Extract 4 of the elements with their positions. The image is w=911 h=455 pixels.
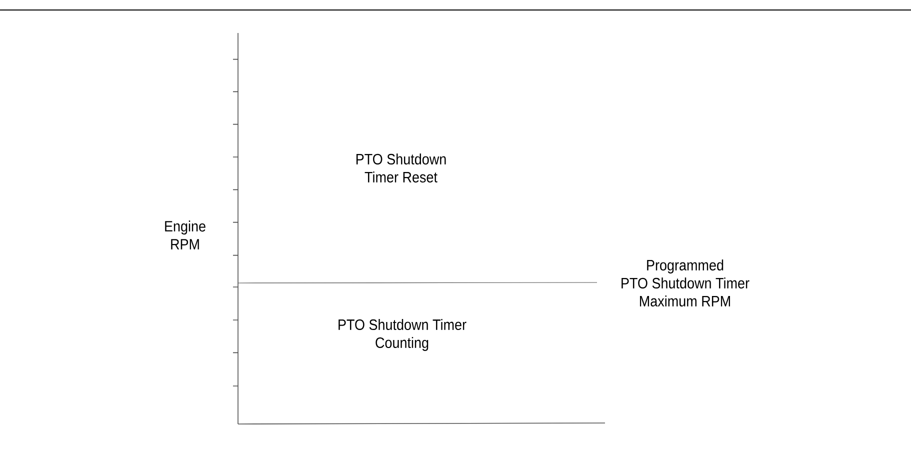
region-label: PTO Shutdown Timer Reset (356, 154, 446, 182)
region-label: PTO Shutdown Timer Counting (338, 319, 466, 351)
axis-label: Engine RPM (165, 220, 206, 250)
threshold-label: Programmed PTO Shutdown Timer Maximum RPM (622, 260, 750, 306)
